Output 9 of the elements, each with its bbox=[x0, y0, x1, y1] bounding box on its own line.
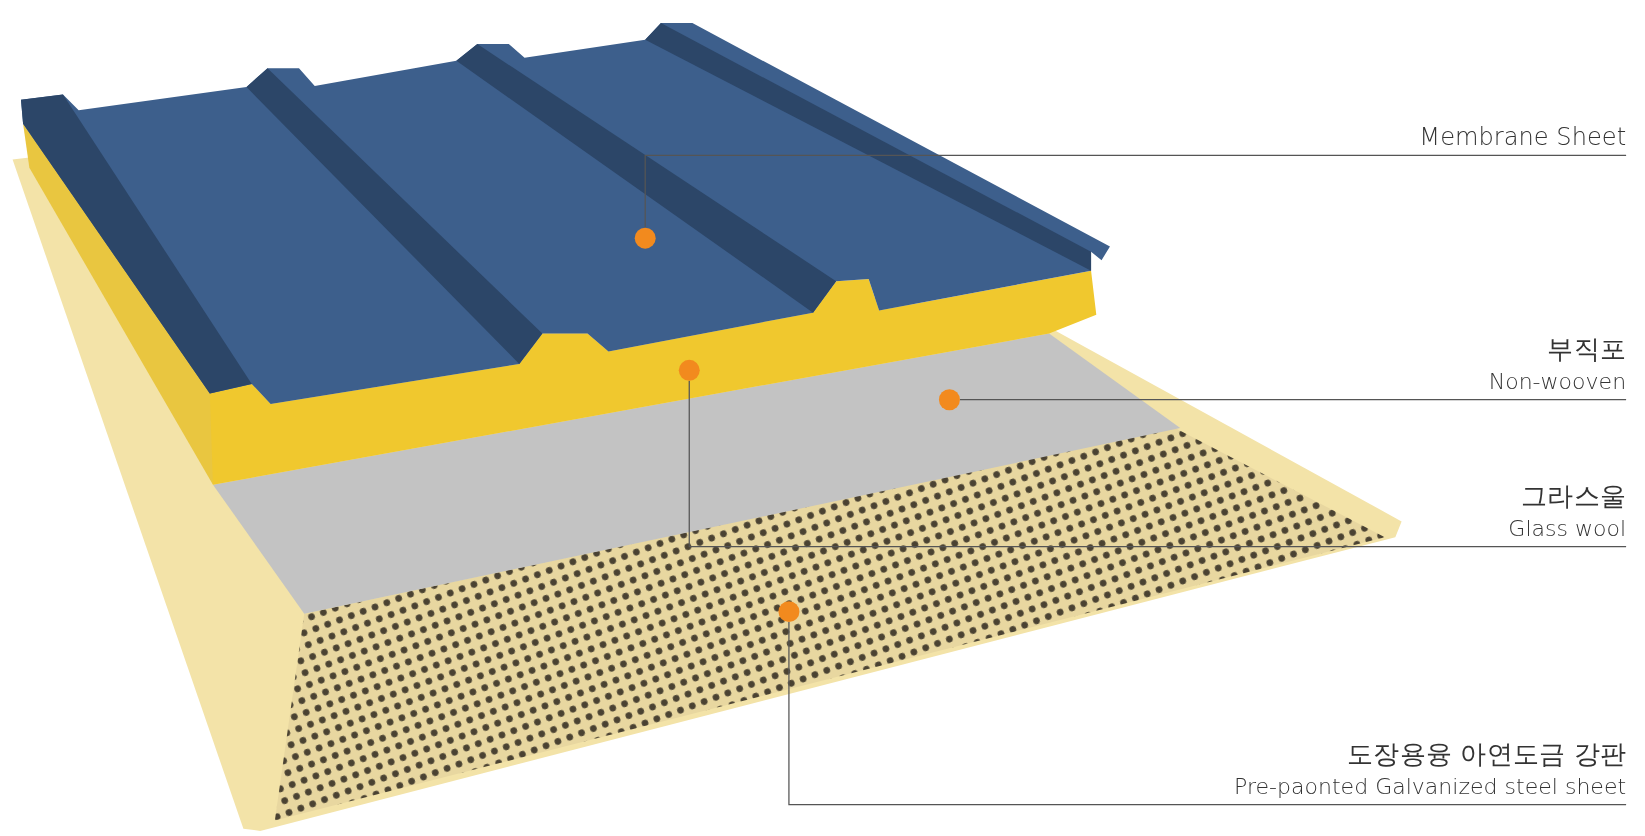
layer-label: 그라스울 bbox=[1520, 479, 1627, 513]
leader-line bbox=[644, 154, 1627, 229]
layer-label: Non-wooven bbox=[1488, 368, 1627, 397]
layer-label: Glass wool bbox=[1508, 515, 1627, 544]
layer-label: Pre-paonted Galvanized steel sheet bbox=[1234, 773, 1627, 802]
layer-label: 도장용융 아연도금 강판 bbox=[1346, 737, 1627, 771]
leader-line bbox=[959, 399, 1627, 401]
layer-label: Membrane Sheet bbox=[1419, 121, 1627, 152]
layer-label: 부직포 bbox=[1546, 332, 1627, 367]
